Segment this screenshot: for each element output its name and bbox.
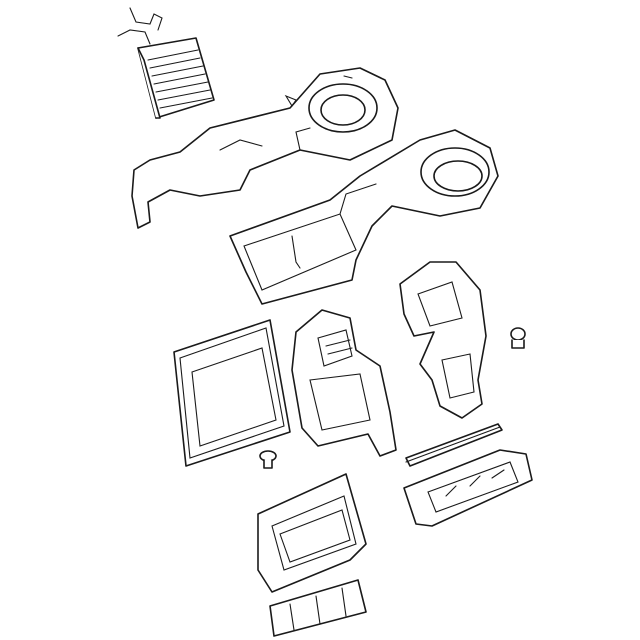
evaporator-case-section (291, 309, 397, 457)
retainer-screw-right (510, 327, 526, 349)
bottom-bracket (269, 579, 367, 637)
heater-core (117, 7, 215, 119)
seal-strip (405, 423, 503, 467)
mode-door-housing (399, 261, 487, 419)
retainer-screw-left (259, 450, 277, 469)
upper-blower-case (131, 67, 399, 229)
filter-access-cover (257, 473, 367, 593)
mode-valve-assembly (403, 449, 533, 527)
cabin-air-filter (173, 319, 291, 467)
lower-heater-case (229, 129, 499, 305)
